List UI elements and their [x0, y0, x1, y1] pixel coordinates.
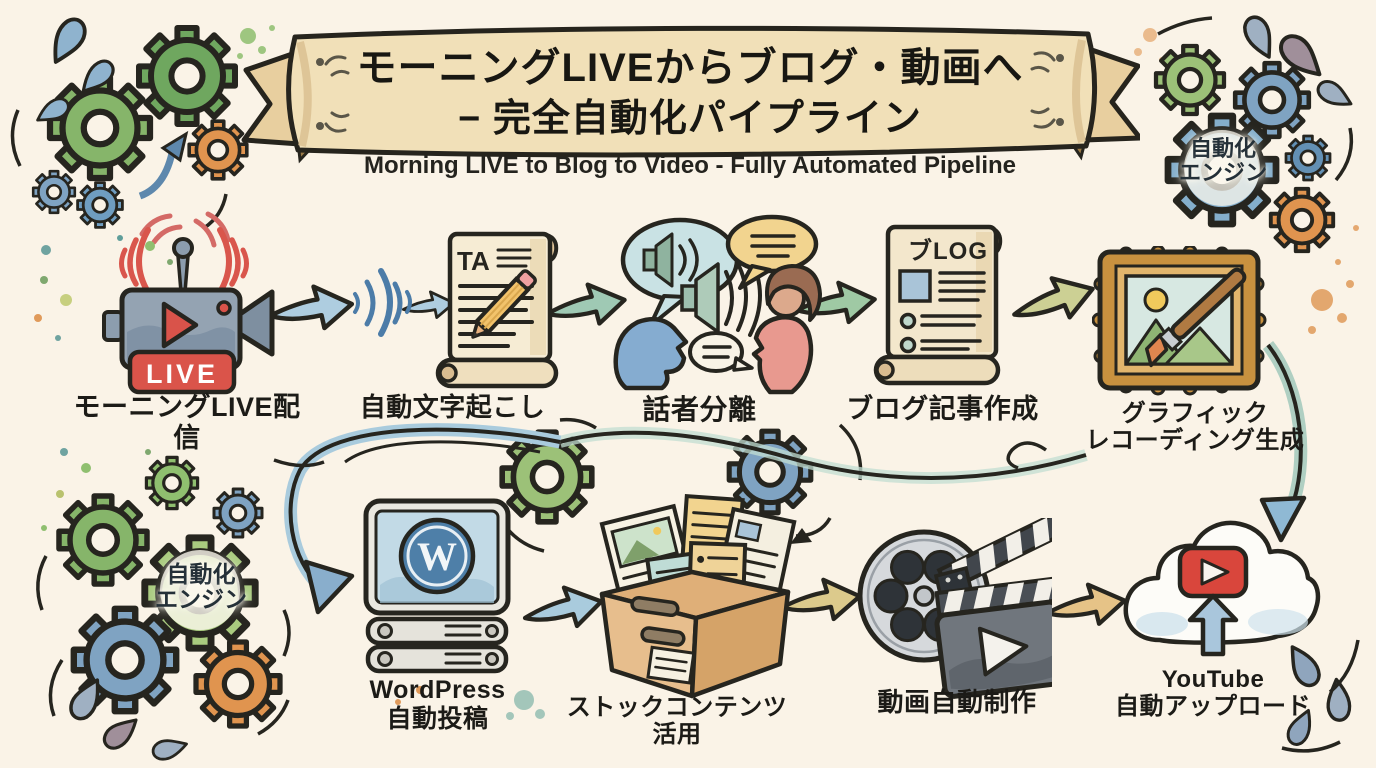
live-badge [127, 349, 237, 395]
play-icon [977, 626, 1029, 677]
box-handle [640, 626, 686, 647]
label-stock: ストックコンテンツ活用 [566, 694, 788, 749]
banner-subtitle: Morning LIVE to Blog to Video - Fully Au… [364, 152, 1016, 179]
title-ribbon-banner [241, 25, 1140, 164]
speaker-head-pink [751, 315, 814, 395]
label-live: モーニングLIVE配信 [73, 392, 301, 453]
engine-line2: エンジン [155, 586, 247, 613]
label-graphic-line1: グラフィック [1121, 400, 1269, 427]
server-rack [365, 616, 509, 674]
automation-engine-badge-bottom-left: 自動化 エンジン [138, 561, 264, 613]
box-handle [630, 595, 680, 618]
engine-line1: 自動化 [166, 561, 236, 587]
label-blog: ブログ記事作成 [846, 394, 1039, 424]
banner-title-line1: モーニングLIVEからブログ・動画へ [356, 46, 1024, 90]
transcript-scroll-icon: TA [435, 231, 559, 389]
blog-scroll-icon: ブLOG [873, 224, 1003, 386]
speakers-chat-icon [613, 214, 822, 395]
stock-content-box-icon [599, 494, 797, 699]
engine-line2: エンジン [1178, 160, 1267, 186]
arrow-blog-to-graphic [1008, 269, 1098, 330]
speech-bubble-icon [620, 217, 740, 303]
clapper-board [934, 599, 1052, 699]
speech-bubble-icon [725, 214, 819, 274]
loopback-swoosh-arrow [284, 423, 1088, 615]
label-wordpress-line2: 自動投稿 [386, 704, 489, 733]
paint-dots-left [34, 235, 173, 531]
speech-bubble-icon [688, 331, 744, 373]
wordpress-server-icon: W [363, 498, 511, 674]
bottom-left-gear-cluster [36, 455, 325, 764]
image-placeholder [898, 269, 932, 303]
label-transcribe: 自動文字起こし [359, 392, 546, 422]
pencil-icon [471, 269, 537, 339]
green-splash [237, 25, 275, 59]
label-wordpress: WordPress 自動投稿 [360, 676, 515, 733]
arrow-video-to-youtube [1045, 582, 1126, 629]
top-right-gear-cluster [1134, 11, 1359, 334]
label-youtube: YouTube 自動アップロード [1108, 666, 1318, 721]
picture-frame-brush-icon [1092, 246, 1267, 396]
down-curve-arrow [1259, 340, 1308, 543]
live-camera-icon: LIVE [102, 227, 275, 395]
wordpress-logo [398, 517, 476, 595]
banner-title-line2: − 完全自動化パイプライン [458, 98, 922, 140]
paintbrush-icon [1144, 267, 1247, 368]
speaker-head-blue [613, 316, 689, 391]
label-graphic-line2: レコーディング生成 [1085, 427, 1305, 455]
label-diarize: 話者分離 [642, 394, 757, 425]
wordpress-w: W [417, 534, 457, 579]
label-youtube-line2: 自動アップロード [1115, 693, 1311, 721]
speaker-icon [680, 284, 698, 312]
upload-arrow-icon [1187, 593, 1239, 657]
live-badge-text: LIVE [146, 359, 218, 389]
play-icon [1200, 558, 1230, 586]
scroll-doc-text: TA [457, 246, 490, 276]
label-wordpress-line1: WordPress [369, 676, 506, 704]
pink-accent-marks [139, 213, 183, 245]
blog-doc-title: ブLOG [908, 237, 988, 265]
film-clapperboard-icon [857, 518, 1052, 699]
engine-line1: 自動化 [1189, 136, 1256, 161]
youtube-cloud-upload-icon [1123, 520, 1321, 657]
bottom-accents [395, 639, 1360, 753]
orange-splash [1308, 225, 1359, 334]
ribbon-corner-flourishes [316, 51, 1064, 133]
label-video: 動画自動制作 [877, 687, 1037, 717]
arrow-live-to-transcribe [269, 284, 354, 332]
label-graphic: グラフィック レコーディング生成 [1075, 400, 1315, 455]
automation-engine-badge-top-right: 自動化 エンジン [1160, 136, 1286, 186]
label-youtube-line1: YouTube [1161, 666, 1265, 693]
box-label [646, 645, 696, 685]
speaker-icon [642, 248, 658, 272]
top-left-gear-cluster [10, 12, 275, 248]
broadcast-waves-icon [119, 227, 249, 295]
audio-waveform-icon [353, 268, 412, 337]
